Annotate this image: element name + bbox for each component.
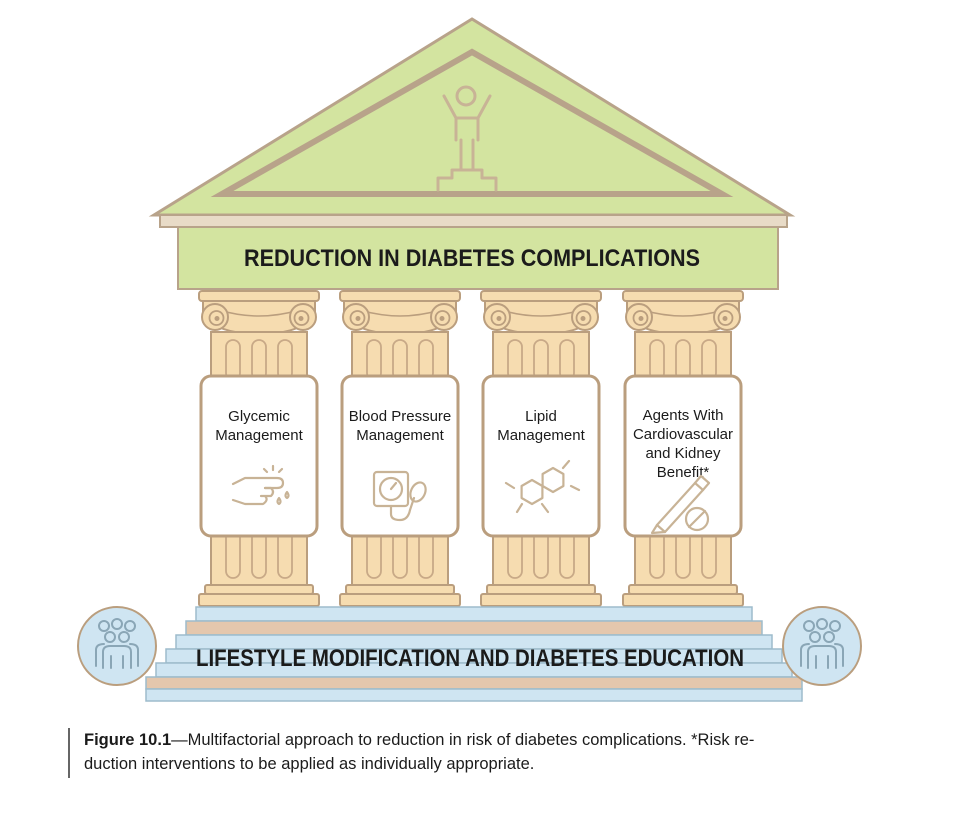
pillar-label-line: Glycemic bbox=[228, 408, 290, 425]
pillar-label-line: Cardiovascular bbox=[633, 426, 733, 443]
blood-pressure-monitor-icon bbox=[372, 470, 427, 522]
caption-text-line2: duction interventions to be applied as i… bbox=[84, 755, 535, 773]
pillar-label-line: Management bbox=[356, 427, 444, 444]
base-title: LIFESTYLE MODIFICATION AND DIABETES EDUC… bbox=[196, 645, 744, 672]
molecule-icon bbox=[504, 459, 581, 514]
steps: LIFESTYLE MODIFICATION AND DIABETES EDUC… bbox=[145, 606, 803, 702]
pillar-label-line: Management bbox=[497, 427, 585, 444]
caption-label: Figure 10.1 bbox=[84, 731, 172, 749]
pillar-label-line: Benefit* bbox=[657, 464, 710, 481]
finger-blood-drop-icon bbox=[231, 464, 290, 506]
person-raised-arms-icon bbox=[436, 85, 498, 192]
pillar-label-line: Agents With bbox=[643, 407, 724, 424]
roof-title: REDUCTION IN DIABETES COMPLICATIONS bbox=[244, 245, 700, 272]
pillar-label-line: Blood Pressure bbox=[349, 408, 452, 425]
roof: REDUCTION IN DIABETES COMPLICATIONS bbox=[148, 17, 796, 290]
caption-text-line1: —Multifactorial approach to reduction in… bbox=[171, 731, 755, 749]
pen-injector-pill-icon bbox=[650, 474, 711, 535]
group-people-icon bbox=[77, 606, 157, 686]
pillar-label-line: Lipid bbox=[525, 408, 557, 425]
pillar-label-line: and Kidney bbox=[645, 445, 721, 462]
group-people-icon bbox=[782, 606, 862, 686]
figure-caption: Figure 10.1—Multifactorial approach to r… bbox=[84, 728, 884, 776]
caption-rule bbox=[68, 728, 70, 778]
pillar-label-line: Management bbox=[215, 427, 303, 444]
